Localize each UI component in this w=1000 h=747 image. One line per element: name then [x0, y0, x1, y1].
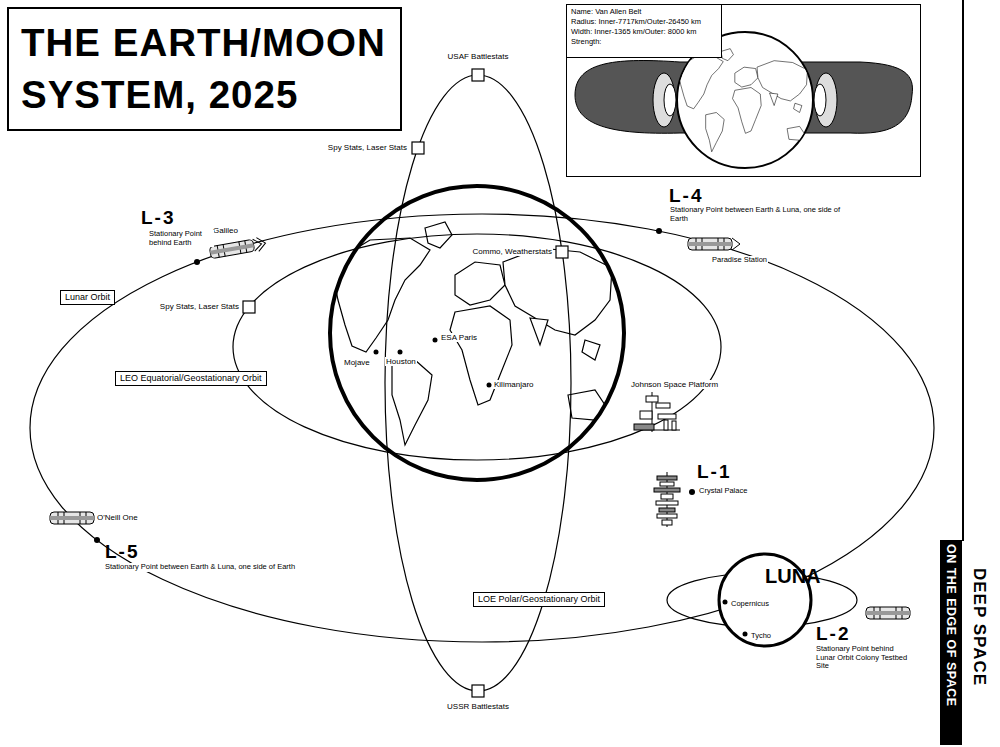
callout-label: Stationary Point behind Earth [148, 230, 214, 247]
callout-label: Houston [385, 357, 417, 366]
callout-label: Paradise Station [711, 256, 768, 265]
box-text: LEO Equatorial/Geostationary Orbit [120, 373, 262, 384]
callout-label: Stationary Point behind Lunar Orbit Colo… [815, 645, 909, 671]
callout-label: USSR Battlestats [446, 702, 510, 711]
callout-label: Kilimanjaro [493, 380, 535, 389]
callout-label: USAF Battlestats [447, 52, 510, 61]
orbit-tag: LEO Equatorial/Geostationary Orbit [115, 371, 267, 386]
moon-circle: LUNACopernicusTycho [717, 552, 813, 648]
box-text: Lunar Orbit [65, 292, 110, 303]
callout-label: O'Neill One [96, 513, 139, 522]
box-text: LOE Polar/Geostationary Orbit [478, 594, 600, 605]
lagrange-point: L-4 [668, 186, 705, 205]
side-band: DEEP SPACEON THE EDGE OF SPACE [938, 540, 996, 745]
crater-name: Tycho [751, 632, 771, 640]
box-text: Radius: Inner-7717km/Outer-26450 km [571, 17, 717, 27]
lagrange-point: L-2 [815, 624, 852, 643]
callout-label: Galileo [212, 226, 239, 235]
data-card: Name: Van Allen BeltRadius: Inner-7717km… [566, 4, 722, 58]
box-text: Name: Van Allen Belt [571, 7, 717, 17]
box-text: Strength: [571, 37, 717, 47]
band-rotator: DEEP SPACEON THE EDGE OF SPACE [938, 540, 996, 745]
moon-name: LUNA [765, 565, 821, 587]
callout-label: ESA Paris [440, 333, 478, 342]
callout-label: Spy Stats, Laser Stats [327, 143, 408, 152]
box-text: Width: Inner-1365 km/Outer: 8000 km [571, 27, 717, 37]
callout-label: Stationary Point between Earth & Luna, o… [104, 563, 306, 572]
title-box: THE EARTH/MOON SYSTEM, 2025 [7, 7, 402, 131]
callout-label: Commo, Weatherstats [472, 247, 553, 256]
callout-label: Spy Stats, Laser Stats [159, 302, 240, 311]
callout-label: Crystal Palace [698, 487, 748, 496]
callout-label: Johnson Space Platform [630, 380, 719, 389]
lagrange-point: L-3 [140, 208, 177, 227]
crater-name: Copernicus [731, 600, 769, 608]
lagrange-point: L-1 [696, 462, 733, 481]
callout-label: Mojave [343, 358, 371, 367]
band-strip: ON THE EDGE OF SPACE [940, 540, 962, 745]
orbit-tag: LOE Polar/Geostationary Orbit [473, 592, 605, 607]
orbit-tag: Lunar Orbit [60, 290, 115, 305]
lagrange-point: L-5 [104, 542, 141, 561]
callout-label: Stationary Point between Earth & Luna, o… [669, 206, 851, 223]
band-heading: DEEP SPACE [962, 540, 996, 745]
